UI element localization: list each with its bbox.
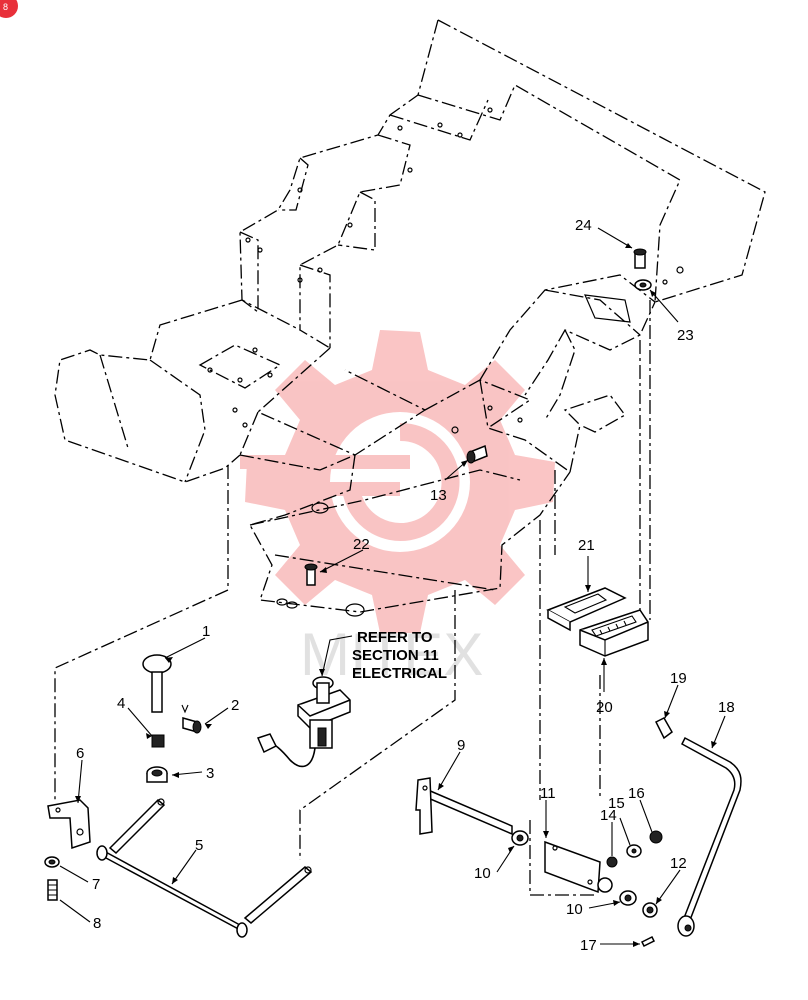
callout-24: 24 <box>575 217 592 234</box>
vehicle-body-outline <box>54 19 766 896</box>
callout-18: 18 <box>718 699 735 716</box>
bolt-8 <box>47 879 58 901</box>
callout-19: 19 <box>670 670 687 687</box>
bushing-10b <box>619 890 637 906</box>
switch-assembly <box>256 676 351 768</box>
plate-11 <box>544 840 613 894</box>
callout-20: 20 <box>596 699 613 716</box>
callout-14: 14 <box>600 807 617 824</box>
callout-8: 8 <box>93 915 101 932</box>
callout-16: 16 <box>628 785 645 802</box>
shift-box-20 <box>579 609 649 657</box>
callout-11: 11 <box>540 785 556 802</box>
nut-12 <box>642 902 658 918</box>
callout-13: 13 <box>430 487 447 504</box>
plate-21 <box>546 587 627 632</box>
callout-7: 7 <box>92 876 100 893</box>
callout-12: 12 <box>670 855 687 872</box>
callout-10a: 10 <box>474 865 491 882</box>
clip-4 <box>151 734 165 748</box>
bracket-6 <box>47 799 91 850</box>
callout-1: 1 <box>202 623 210 640</box>
callout-22: 22 <box>353 536 370 553</box>
callout-6: 6 <box>76 745 84 762</box>
bolt-2 <box>181 704 202 734</box>
note-line-2: SECTION 11 <box>352 647 439 664</box>
callout-labels: 1 2 3 4 5 6 7 8 9 10 10 11 12 13 14 15 1… <box>76 217 735 954</box>
shift-rod-18 <box>677 736 742 937</box>
callout-3: 3 <box>206 765 214 782</box>
note-line-1: REFER TO <box>357 629 433 646</box>
washer-23 <box>634 279 652 291</box>
callout-21: 21 <box>578 537 595 554</box>
note-line-3: ELECTRICAL <box>352 665 447 682</box>
nut-16 <box>649 830 663 844</box>
arrowheads <box>75 243 717 947</box>
pin-17 <box>640 935 656 948</box>
screw-22 <box>304 563 318 586</box>
body-holes <box>207 107 684 617</box>
callout-9: 9 <box>457 737 465 754</box>
washer-15 <box>626 844 642 858</box>
knob-1 <box>142 654 172 713</box>
knob-19 <box>654 717 673 740</box>
shaft-5 <box>96 798 313 938</box>
callout-23: 23 <box>677 327 694 344</box>
callout-10b: 10 <box>566 901 583 918</box>
callout-4: 4 <box>117 695 125 712</box>
nut-14 <box>606 856 618 868</box>
watermark-gear-icon <box>240 330 555 633</box>
bolt-13 <box>466 444 488 464</box>
callout-2: 2 <box>231 697 239 714</box>
corner-badge: 8 <box>0 0 18 18</box>
lever-9 <box>415 777 513 836</box>
bushing-3 <box>146 766 168 783</box>
screw-24 <box>633 248 647 269</box>
callout-15: 15 <box>608 795 625 812</box>
electrical-note: REFER TO SECTION 11 ELECTRICAL <box>352 629 447 682</box>
washer-7 <box>44 856 60 868</box>
watermark-text: MITEX <box>300 621 483 688</box>
callout-5: 5 <box>195 837 203 854</box>
bushing-10a <box>511 830 529 846</box>
svg-text:8: 8 <box>3 2 8 12</box>
callout-17: 17 <box>580 937 597 954</box>
